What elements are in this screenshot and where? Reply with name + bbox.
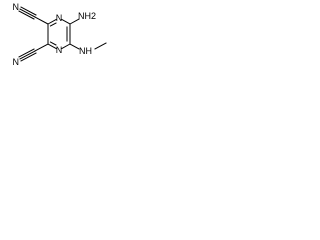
triple-bond-line [19, 50, 36, 60]
ring-bond-n4-c3 [47, 43, 57, 50]
nitrile-lower-triple-bond [18, 48, 37, 62]
bond-c3-nitrile-c [34, 43, 49, 52]
triple-bond-line [18, 48, 35, 58]
ring-nitrogen-bottom-label: N [56, 45, 63, 55]
amino-group-label: NH2 [78, 11, 96, 21]
ring-bond-c2-n1 [47, 18, 57, 25]
ring-bond-n4-c3-inner [49, 41, 57, 46]
nitrile-upper-triple-bond [18, 6, 37, 20]
bond-c6-nh2 [69, 18, 80, 25]
methylamino-group-label: NH [79, 46, 92, 56]
substituent-bonds [34, 16, 107, 52]
triple-bond-line [19, 8, 36, 18]
bond-nh-methyl [94, 42, 107, 50]
ring-bond-c5-n4 [61, 43, 71, 50]
bond-c2-nitrile-c [34, 16, 49, 25]
nitrile-nitrogen-upper-label: N [13, 2, 20, 12]
nitrile-nitrogen-lower-label: N [13, 57, 20, 67]
pyrazine-ring [47, 18, 71, 50]
ring-nitrogen-top-label: N [56, 13, 63, 23]
triple-bond-line [20, 6, 37, 16]
molecule-structure: N N NH2 NH N N [13, 2, 107, 67]
triple-bond-line [20, 52, 37, 62]
bond-c5-nh [69, 43, 80, 50]
ring-bond-n1-c6 [61, 18, 71, 25]
ring-bond-c2-n1-inner [49, 22, 57, 27]
triple-bond-line [18, 10, 35, 20]
